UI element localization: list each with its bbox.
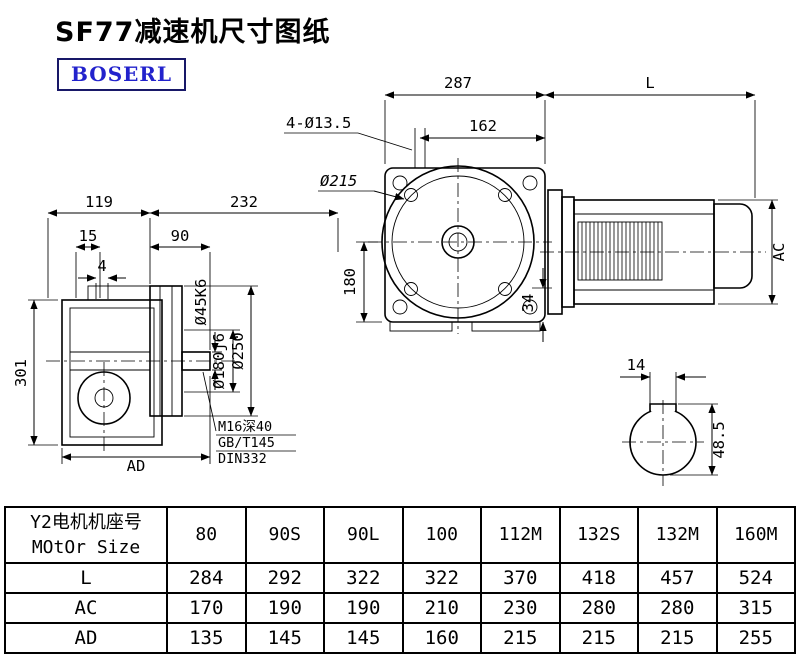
col-header: 132S bbox=[558, 506, 639, 564]
dim-301: 301 bbox=[12, 359, 30, 387]
dim-180: 180 bbox=[341, 268, 359, 296]
table-cell: 280 bbox=[558, 592, 639, 624]
motor-size-table: Y2电机机座号 MOtOr Size 80 90S 90L 100 112M 1… bbox=[4, 506, 796, 654]
key-width-label: 14 bbox=[627, 356, 646, 374]
table-cell: 145 bbox=[323, 622, 404, 654]
flange-diameter-label: Ø250 bbox=[229, 332, 247, 369]
table-cell: 255 bbox=[715, 622, 796, 654]
table-cell: 524 bbox=[715, 562, 796, 594]
col-header: 112M bbox=[480, 506, 561, 564]
front-view bbox=[368, 158, 552, 334]
boserl-logo: BOSERL bbox=[57, 58, 187, 91]
technical-drawing: 119 232 15 90 4 301 AD Ø45K6 Ø180j6 Ø250… bbox=[12, 74, 788, 486]
dim-ac: AC bbox=[770, 243, 788, 262]
table-cell: 135 bbox=[166, 622, 247, 654]
col-header: 160M bbox=[715, 506, 796, 564]
table-row-ac: AC 170 190 190 210 230 280 280 315 bbox=[4, 592, 796, 624]
row-label: AD bbox=[4, 622, 168, 654]
page-title: SF77减速机尺寸图纸 bbox=[55, 17, 331, 48]
col-header: 90L bbox=[323, 506, 404, 564]
table-header-row: Y2电机机座号 MOtOr Size 80 90S 90L 100 112M 1… bbox=[4, 506, 796, 564]
table-row-l: L 284 292 322 322 370 418 457 524 bbox=[4, 562, 796, 594]
row-label: AC bbox=[4, 592, 168, 624]
dim-232: 232 bbox=[230, 193, 258, 211]
table-cell: 190 bbox=[244, 592, 325, 624]
standard-note: GB/T145 bbox=[218, 435, 275, 451]
table-cell: 280 bbox=[637, 592, 718, 624]
table-cell: 284 bbox=[166, 562, 247, 594]
table-cell: 292 bbox=[244, 562, 325, 594]
dim-motor-length: L bbox=[645, 74, 654, 92]
dim-119: 119 bbox=[85, 193, 113, 211]
table-row-ad: AD 135 145 145 160 215 215 215 255 bbox=[4, 622, 796, 654]
motor-view bbox=[540, 189, 766, 315]
motor-size-header: Y2电机机座号 MOtOr Size bbox=[4, 506, 168, 564]
table-cell: 145 bbox=[244, 622, 325, 654]
din-note: DIN332 bbox=[218, 451, 267, 467]
bolt-holes-label: 4-Ø13.5 bbox=[286, 114, 351, 132]
header-line1: Y2电机机座号 bbox=[30, 511, 142, 533]
dim-90: 90 bbox=[171, 227, 190, 245]
shaft-section-view bbox=[622, 400, 704, 486]
shaft-diameter-label: Ø45K6 bbox=[192, 279, 210, 326]
table-cell: 322 bbox=[401, 562, 482, 594]
table-cell: 210 bbox=[401, 592, 482, 624]
table-cell: 215 bbox=[480, 622, 561, 654]
dim-4: 4 bbox=[97, 257, 106, 275]
table-cell: 170 bbox=[166, 592, 247, 624]
header-line2: MOtOr Size bbox=[31, 537, 141, 558]
row-label: L bbox=[4, 562, 168, 594]
table-cell: 215 bbox=[558, 622, 639, 654]
table-cell: 370 bbox=[480, 562, 561, 594]
col-header: 90S bbox=[244, 506, 325, 564]
logo-text: BOSERL bbox=[71, 62, 173, 86]
table-cell: 315 bbox=[715, 592, 796, 624]
col-header: 132M bbox=[637, 506, 718, 564]
table-cell: 230 bbox=[480, 592, 561, 624]
dim-287: 287 bbox=[444, 74, 472, 92]
flange-face-diameter-label: Ø215 bbox=[320, 172, 357, 190]
table-cell: 190 bbox=[323, 592, 404, 624]
table-cell: 418 bbox=[558, 562, 639, 594]
dim-15: 15 bbox=[79, 227, 98, 245]
col-header: 80 bbox=[166, 506, 247, 564]
dimensions: 119 232 15 90 4 301 AD Ø45K6 Ø180j6 Ø250… bbox=[12, 74, 788, 476]
side-view bbox=[46, 285, 236, 452]
col-header: 100 bbox=[401, 506, 482, 564]
table-cell: 160 bbox=[401, 622, 482, 654]
dim-162: 162 bbox=[469, 117, 497, 135]
spigot-diameter-label: Ø180j6 bbox=[210, 333, 228, 389]
table-cell: 457 bbox=[637, 562, 718, 594]
dim-ad: AD bbox=[127, 457, 146, 475]
tap-note: M16深40 bbox=[218, 419, 272, 435]
table-cell: 215 bbox=[637, 622, 718, 654]
key-top-label: 48.5 bbox=[710, 421, 728, 458]
table-cell: 322 bbox=[323, 562, 404, 594]
dim-34: 34 bbox=[519, 294, 537, 313]
